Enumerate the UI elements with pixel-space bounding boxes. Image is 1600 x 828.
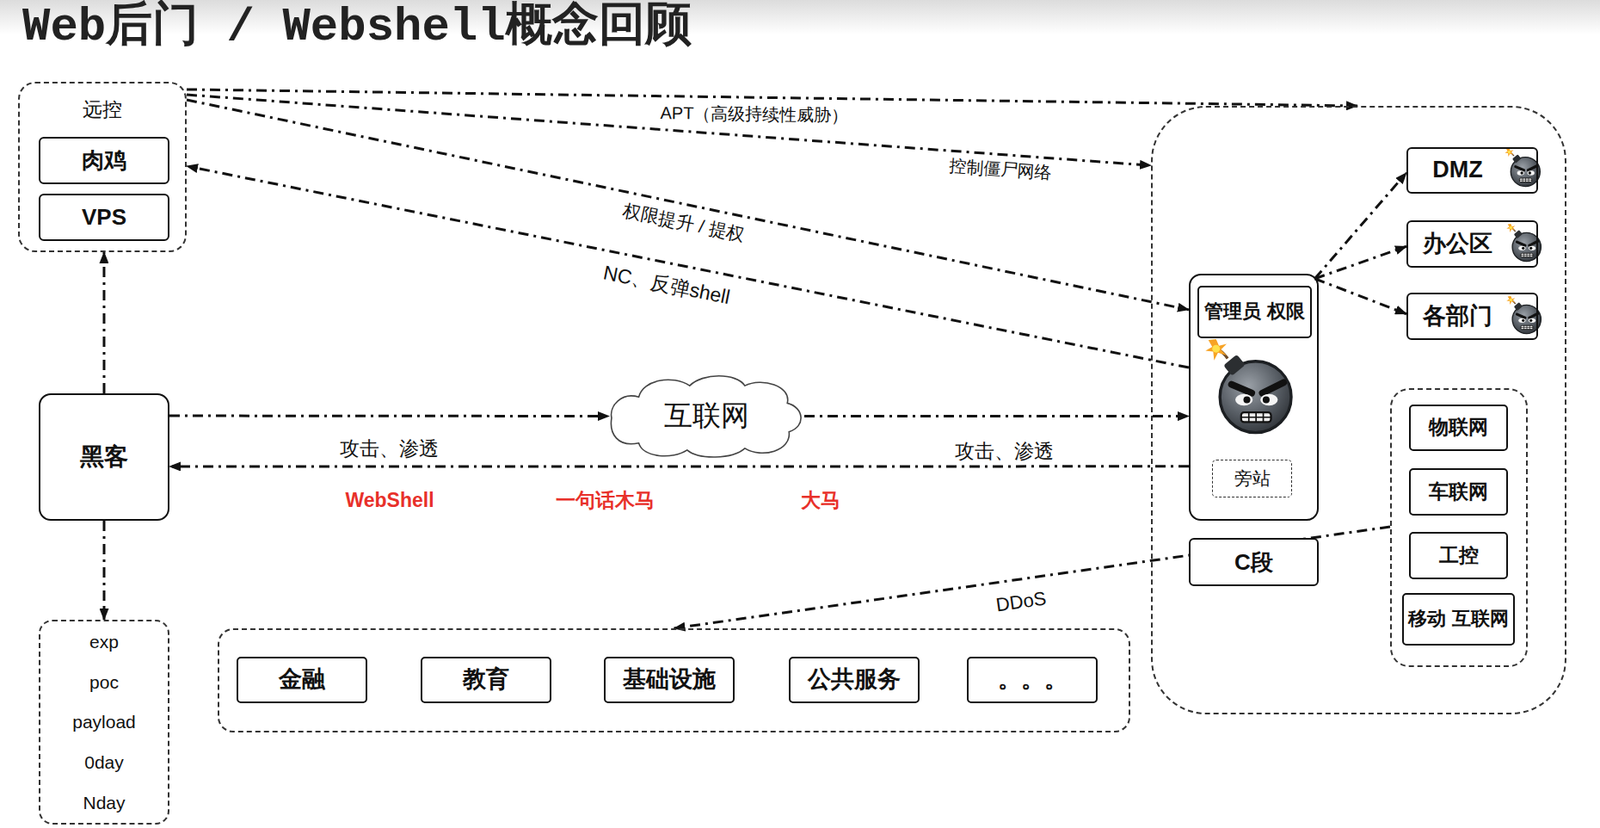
- red-label: 一句话木马: [553, 488, 658, 511]
- arrow-connector: [1314, 172, 1407, 279]
- process-box: 移动 互联网: [1402, 592, 1515, 646]
- process-box: 管理员 权限: [1197, 285, 1312, 339]
- zone-box: DMZ: [1406, 147, 1539, 194]
- arrow-connector: [674, 526, 1391, 628]
- cloud-shape: 互联网: [609, 372, 805, 460]
- arrow-connector: [1314, 278, 1407, 314]
- node-text: payload: [72, 711, 136, 732]
- node-text: 各部门: [1422, 303, 1493, 330]
- process-box: 肉鸡: [38, 136, 170, 185]
- process-box: 车联网: [1409, 467, 1508, 516]
- node-text: 车联网: [1428, 480, 1489, 503]
- zone-box: 办公区: [1406, 220, 1539, 268]
- actor-box: 黑客: [38, 393, 170, 521]
- node-text: 。。。: [997, 666, 1068, 693]
- sector-box: 教育: [420, 656, 552, 703]
- page-title: Web后门 / Webshell概念回顾: [22, 1, 692, 53]
- edge-label: NC、反弹shell: [597, 259, 736, 309]
- process-box: C段: [1188, 537, 1319, 586]
- node-text: 0day: [84, 751, 124, 772]
- group-frame: 金融 教育 基础设施 公共服务 。。。: [217, 627, 1131, 733]
- edge-label: APT（高级持续性威胁）: [656, 103, 852, 126]
- process-box: 物联网: [1409, 404, 1508, 451]
- node-text: DMZ: [1432, 157, 1483, 184]
- arrow-connector: [1314, 246, 1407, 278]
- arrow-connector: [186, 166, 1189, 368]
- edge-label: 攻击、渗透: [951, 438, 1058, 462]
- bomb-icon: [1205, 338, 1292, 433]
- node-text: 移动 互联网: [1408, 608, 1508, 629]
- red-label: WebShell: [342, 488, 437, 511]
- node-text: poc: [89, 671, 119, 692]
- node-text: 黑客: [80, 443, 129, 471]
- arrow-connector: [186, 89, 1358, 106]
- node-text: 公共服务: [807, 666, 901, 693]
- node-text: VPS: [81, 204, 127, 230]
- process-box: 工控: [1409, 531, 1508, 579]
- sector-box: 。。。: [966, 656, 1098, 703]
- bomb-icon: [1506, 295, 1541, 334]
- edge-label: 权限提升 / 提权: [617, 199, 750, 247]
- arrow-connector: [103, 520, 106, 620]
- node-text: 工控: [1439, 544, 1479, 567]
- bomb-icon: [1506, 223, 1541, 262]
- process-box: VPS: [38, 193, 170, 241]
- node-text: 教育: [462, 666, 510, 693]
- bomb-icon: [1504, 147, 1540, 187]
- arrow-connector: [804, 414, 1189, 418]
- node-text: 金融: [278, 666, 326, 693]
- group-frame: 远控肉鸡 VPS: [18, 81, 187, 253]
- node-text: 物联网: [1428, 416, 1489, 438]
- node-text: 旁站: [1234, 467, 1271, 488]
- sector-box: 金融: [236, 656, 368, 703]
- sector-box: 基础设施: [603, 656, 735, 703]
- red-label: 大马: [798, 488, 844, 511]
- node-text: 管理员 权限: [1204, 301, 1305, 322]
- tool-list: exp poc payload 0dayNday: [38, 619, 170, 825]
- side-box: 旁站: [1212, 459, 1293, 498]
- server-frame: 管理员 权限旁站: [1188, 273, 1319, 521]
- node-text: Nday: [82, 792, 125, 813]
- node-text: 互联网: [664, 400, 750, 431]
- arrow-connector: [186, 99, 1189, 310]
- group-frame: 物联网车联网工控移动 互联网: [1390, 387, 1528, 667]
- node-text: exp: [89, 631, 119, 652]
- node-text: 远控: [82, 98, 123, 121]
- edge-label: 攻击、渗透: [336, 436, 443, 460]
- node-text: 办公区: [1422, 231, 1493, 258]
- node-text: C段: [1234, 549, 1274, 575]
- arrow-connector: [102, 252, 105, 394]
- cloud-outline: [610, 375, 801, 457]
- zone-box: 各部门: [1406, 292, 1539, 340]
- node-text: 基础设施: [622, 666, 716, 693]
- arrow-connector: [169, 464, 1189, 468]
- network-region: DMZ办公区各部门管理员 权限旁站物联网车联网工控移动 互联网C段: [1150, 105, 1567, 714]
- node-text: 肉鸡: [81, 147, 127, 173]
- arrow-connector: [169, 414, 610, 418]
- edge-label: 控制僵尸网络: [944, 155, 1056, 184]
- edge-label: DDoS: [990, 586, 1052, 616]
- sector-box: 公共服务: [788, 656, 920, 703]
